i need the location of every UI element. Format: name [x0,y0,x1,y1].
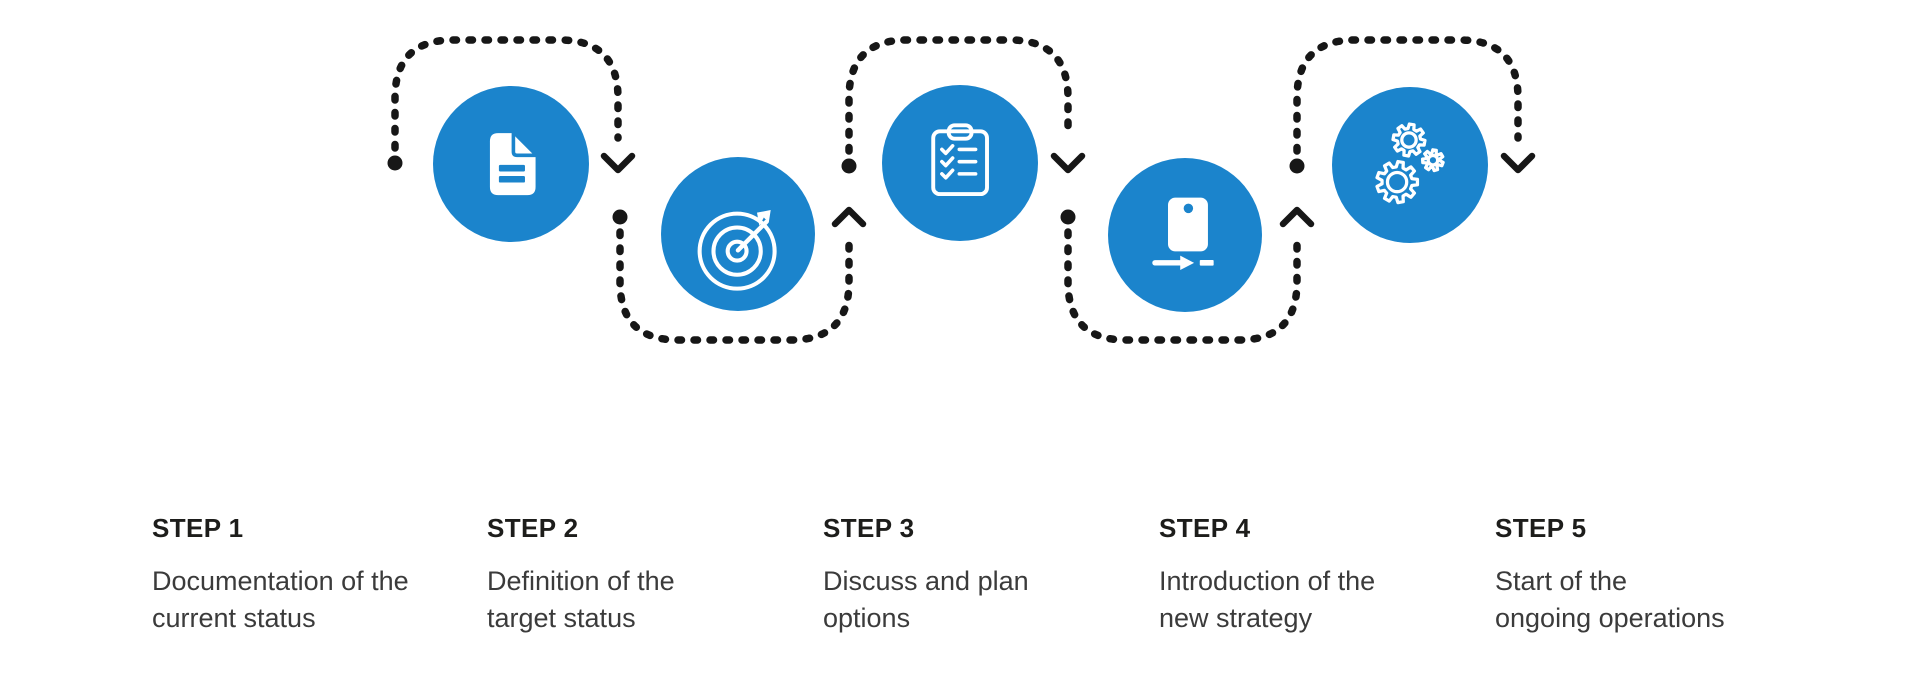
step-2-node [661,157,815,311]
gear-large [1375,159,1420,205]
arc-start-dot [841,158,857,174]
step-circle [661,157,815,311]
step-3-node [882,85,1038,241]
step-description: Discuss and plan options [823,563,1143,637]
step-description-line: new strategy [1159,603,1313,633]
step-4-node [1108,158,1262,312]
document-icon [489,130,539,196]
arc-start-dot [1289,158,1305,174]
arrowhead-down-icon [1500,152,1536,174]
arrowhead-up-icon [831,206,867,228]
gear-medium [1391,122,1427,158]
strategy-rollout-icon [1152,197,1214,271]
step-description: Start of the ongoing operations [1495,563,1815,637]
step-5-text: STEP 5 Start of the ongoing operations [1495,514,1815,637]
step-label: STEP 4 [1159,513,1251,543]
arrowhead-up-icon [1279,206,1315,228]
connector-arc-1 [387,36,636,174]
dashed-arc [845,36,1072,155]
process-diagram-canvas [387,36,1536,344]
arc-start-dot [612,209,628,225]
step-2-text: STEP 2 Definition of the target status [487,514,807,637]
step-description-line: Definition of the [487,566,675,596]
connector-arc-2 [612,206,867,344]
dashed-arc [1293,36,1522,155]
gear-small [1420,148,1445,173]
clipboard-checklist-icon [931,123,989,197]
connector-arc-4 [1060,206,1315,344]
step-circle [1332,87,1488,243]
step-description-line: target status [487,603,636,633]
connector-arc-3 [841,36,1086,174]
step-label: STEP 2 [487,513,579,543]
step-1-node [433,86,589,242]
arc-start-dot [1060,209,1076,225]
step-label: STEP 1 [152,513,244,543]
arrowhead-down-icon [600,152,636,174]
step-label: STEP 5 [1495,513,1587,543]
dashed-arc [616,228,853,344]
step-5-node [1332,87,1488,243]
step-description-line: Start of the [1495,566,1628,596]
arc-start-dot [387,155,403,171]
step-label: STEP 3 [823,513,915,543]
dashed-arc [1064,228,1301,344]
connector-arc-5 [1289,36,1536,174]
step-3-text: STEP 3 Discuss and plan options [823,514,1143,637]
step-description-line: options [823,603,911,633]
step-description-line: ongoing operations [1495,603,1725,633]
step-description: Definition of the target status [487,563,807,637]
arrowhead-down-icon [1050,152,1086,174]
step-description-line: Introduction of the [1159,566,1376,596]
step-description: Documentation of the current status [152,563,472,637]
step-description: Introduction of the new strategy [1159,563,1479,637]
step-description-line: Documentation of the [152,566,409,596]
step-4-text: STEP 4 Introduction of the new strategy [1159,514,1479,637]
dashed-arc [391,36,622,152]
step-1-text: STEP 1 Documentation of the current stat… [152,514,472,637]
target-arrow-icon [697,210,777,291]
gears-icon [1375,122,1445,205]
step-description-line: Discuss and plan [823,566,1029,596]
step-description-line: current status [152,603,316,633]
